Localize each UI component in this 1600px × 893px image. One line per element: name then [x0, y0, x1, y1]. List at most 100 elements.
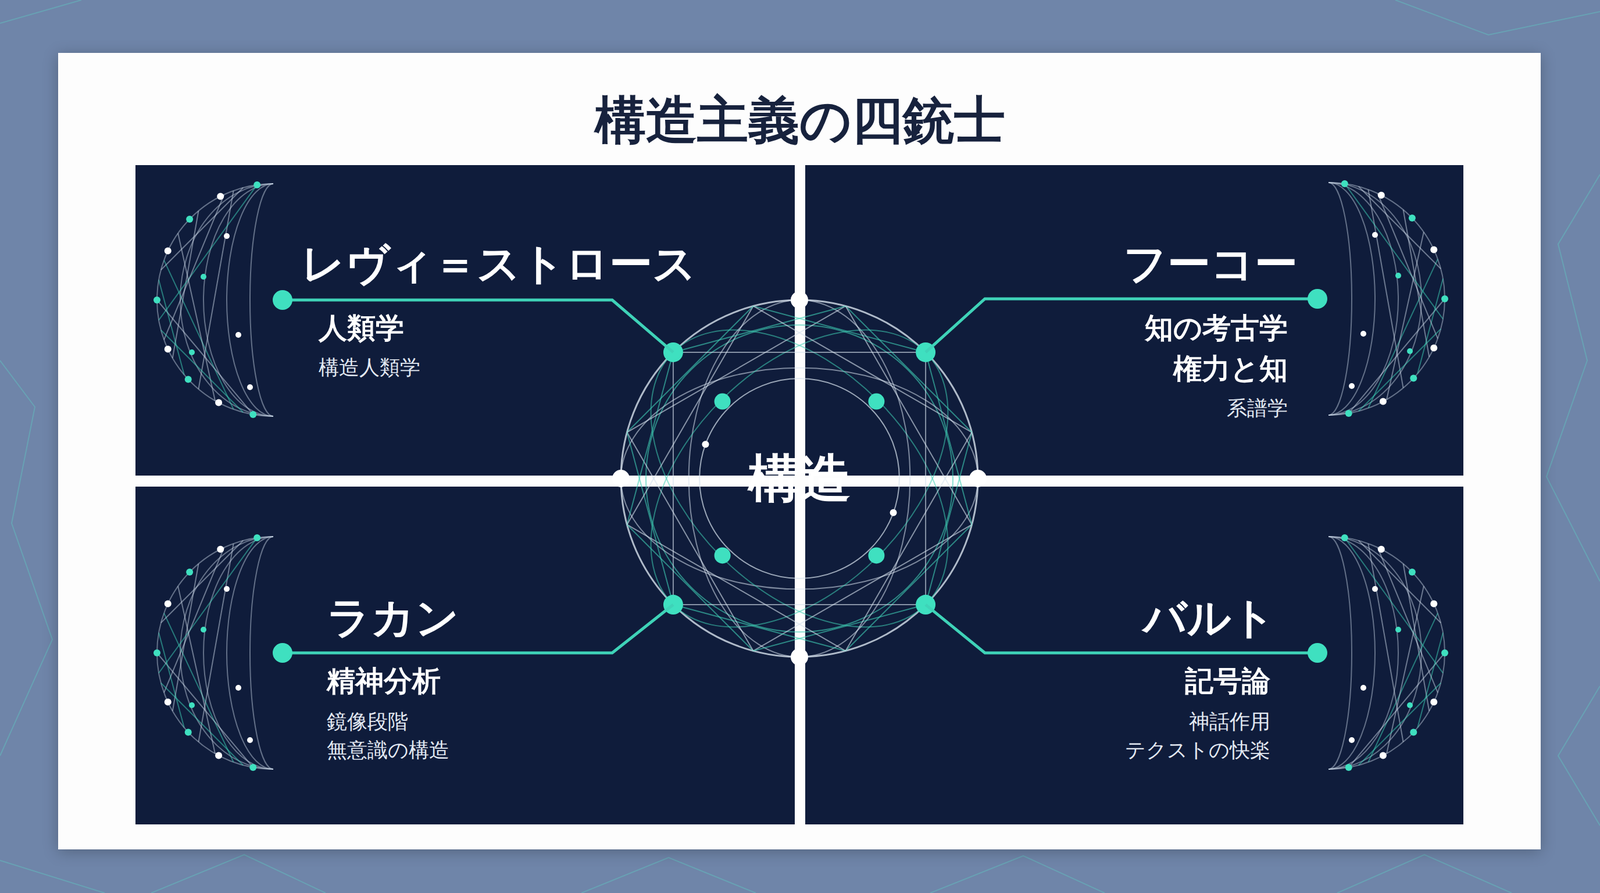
network-node	[868, 393, 885, 410]
globe-dot	[186, 215, 194, 223]
globe-dot	[186, 568, 194, 576]
leader-connector	[282, 300, 674, 353]
globe-dot	[216, 545, 224, 553]
globe-meridian	[1328, 182, 1445, 416]
orbit-ellipse	[620, 368, 978, 590]
globe-dot	[235, 684, 242, 691]
text-wrap: テクストの快楽	[1125, 737, 1271, 763]
keyword-label: 構造人類学	[318, 355, 421, 380]
globe-dot	[1341, 534, 1349, 542]
core-label: 構造	[748, 447, 851, 510]
globe-chord	[172, 211, 199, 359]
network-node	[714, 393, 731, 410]
globe-dot	[188, 349, 195, 356]
globe-dot	[1406, 702, 1413, 709]
inner-ring	[699, 378, 900, 579]
network-chord	[626, 305, 753, 432]
network-chord	[672, 352, 674, 605]
globe-dot	[1441, 649, 1449, 657]
globe-dot	[1395, 272, 1402, 279]
thinker-panel: ラカン精神分析鏡像段階無意識の構造	[135, 486, 795, 825]
globe-chord	[158, 279, 185, 375]
globe-chord	[161, 540, 244, 623]
globe-dot	[1348, 383, 1355, 389]
bg-line	[0, 854, 326, 893]
globe-dot	[253, 181, 261, 189]
network-chord	[845, 305, 972, 525]
globe-dot	[1345, 409, 1353, 417]
text-wrap: 鏡像段階	[326, 709, 409, 734]
globe-dot	[1408, 568, 1416, 576]
text-wrap: バルト	[1143, 591, 1276, 644]
globe-meridian	[1328, 536, 1352, 770]
globe-dot	[1409, 374, 1417, 382]
network-chord	[925, 352, 972, 525]
globe-dot	[188, 702, 195, 709]
globe-chord	[1403, 209, 1430, 357]
bg-line	[0, 0, 1600, 35]
globe-dot	[1408, 214, 1416, 222]
globe-meridian	[226, 536, 274, 770]
globe-chord	[158, 184, 257, 321]
network-chord	[673, 604, 926, 606]
globe-chord	[172, 563, 199, 712]
globe-chord	[158, 632, 185, 728]
globe-dot	[1430, 245, 1438, 253]
network-chord	[845, 432, 972, 652]
globe-ornament	[1328, 180, 1449, 417]
text-wrap: ラカン	[326, 591, 460, 644]
network-chord	[753, 604, 927, 651]
connector-dot	[272, 643, 293, 663]
network-chord	[673, 604, 846, 651]
ring-junction	[969, 469, 987, 488]
globe-chord	[161, 683, 244, 766]
ring-junction	[790, 648, 809, 666]
diagram-title: 構造主義の四銃士	[594, 86, 1006, 156]
keyword-label: テクストの快楽	[1125, 737, 1271, 763]
thinker-name: レヴィ＝ストロース	[301, 237, 697, 290]
globe-dot	[164, 247, 172, 255]
globe-dot	[249, 763, 257, 771]
globe-dot	[184, 728, 192, 736]
network-chord	[753, 305, 927, 352]
globe-meridian	[1328, 536, 1422, 770]
globe-dot	[215, 752, 223, 760]
bg-line	[0, 360, 53, 756]
globe-dot	[216, 193, 224, 200]
outer-ring	[620, 300, 978, 657]
network-dot	[701, 440, 709, 448]
globe-dot	[1409, 728, 1417, 736]
network-chord	[626, 432, 753, 652]
globe-chord	[177, 233, 216, 401]
network-chord	[753, 305, 973, 432]
globe-chord	[1358, 329, 1441, 412]
network-chord	[626, 524, 846, 651]
network-chord	[626, 352, 673, 525]
text-wrap: 記号論	[1184, 664, 1271, 699]
text-wrap: 権力と知	[1173, 352, 1288, 387]
globe-dot	[164, 600, 172, 607]
network-chord	[626, 305, 846, 432]
globe-dot	[1430, 344, 1438, 352]
network-node	[714, 547, 731, 564]
globe-dot	[253, 534, 261, 542]
globe-meridian	[180, 536, 274, 770]
keyword-label: 鏡像段階	[326, 709, 409, 734]
globe-dot	[1377, 545, 1385, 553]
globe-meridian	[250, 183, 274, 417]
globe-meridian	[1328, 536, 1375, 770]
globe-dot	[1430, 698, 1438, 706]
keyword-label: 神話作用	[1188, 709, 1271, 734]
globe-chord	[1417, 278, 1444, 374]
globe-dot	[1372, 586, 1378, 592]
globe-meridian	[1328, 182, 1422, 416]
network-chord	[753, 524, 973, 651]
thinker-name: バルト	[1143, 591, 1276, 644]
globe-dot	[1377, 191, 1385, 199]
network-chord	[626, 305, 753, 525]
globe-dot	[184, 375, 192, 383]
middle-ring	[645, 325, 953, 632]
